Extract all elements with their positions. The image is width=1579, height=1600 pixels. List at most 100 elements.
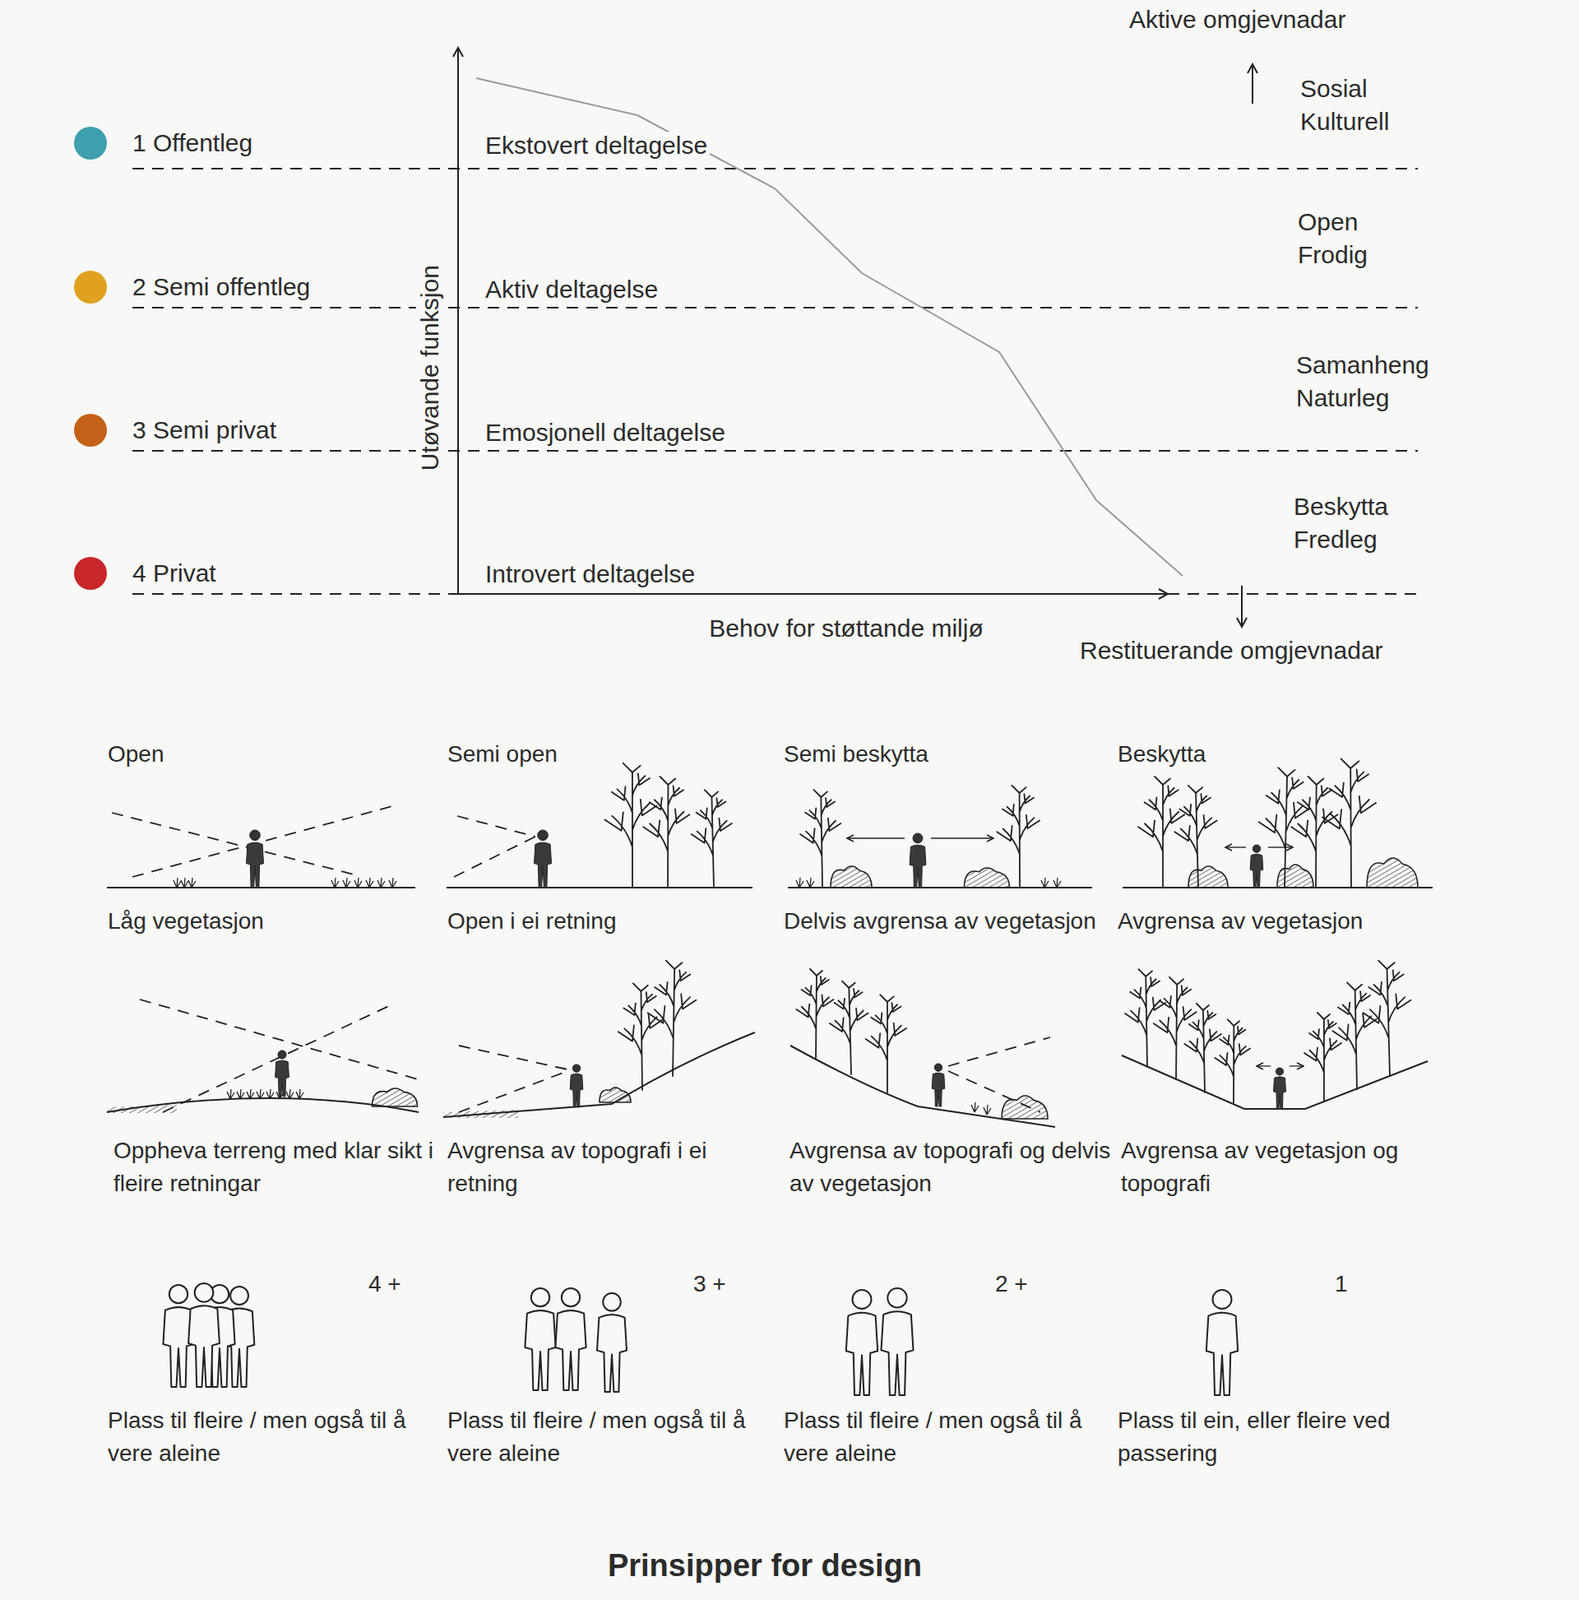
person-figure bbox=[1273, 1076, 1287, 1109]
grass-tuft bbox=[256, 1088, 264, 1099]
person-figure bbox=[1250, 853, 1264, 888]
person-figure bbox=[597, 1314, 627, 1392]
level-line bbox=[132, 592, 459, 595]
bush-sketch bbox=[372, 1088, 418, 1107]
legend-swatch bbox=[74, 126, 107, 160]
tree-sketch bbox=[1125, 968, 1166, 1067]
sketch-caption: Delvis avgrensa av vegetasjon bbox=[781, 904, 1116, 938]
person-figure bbox=[555, 1310, 586, 1390]
column-heading: Beskytta bbox=[1115, 740, 1209, 768]
axis-label: Behov for støttande miljø bbox=[706, 614, 986, 644]
person-figure bbox=[246, 842, 264, 888]
grass-tuft bbox=[377, 877, 385, 888]
person-figure bbox=[524, 1310, 556, 1390]
sight-line bbox=[162, 1004, 393, 1112]
trend-curve bbox=[476, 78, 1183, 576]
bush-sketch bbox=[1277, 864, 1314, 888]
legend-label: 2 Semi offentleg bbox=[129, 273, 313, 302]
x-axis bbox=[458, 592, 1168, 595]
tree-sketch bbox=[1322, 758, 1376, 888]
participation-label: Ekstovert deltagelse bbox=[482, 131, 710, 161]
grass-tuft bbox=[971, 1102, 979, 1112]
terrain-line bbox=[790, 1045, 1056, 1127]
grass-tuft bbox=[296, 1088, 304, 1099]
bush-sketch bbox=[1188, 865, 1228, 888]
range-arrow bbox=[930, 837, 994, 839]
quality-label: Open Frodig bbox=[1295, 205, 1408, 272]
tree-sketch bbox=[996, 785, 1040, 888]
ground-line bbox=[446, 886, 753, 889]
column-heading: Semi open bbox=[444, 740, 561, 768]
bush-sketch bbox=[1001, 1095, 1048, 1119]
sight-line bbox=[948, 1037, 1051, 1066]
tree-sketch bbox=[604, 763, 657, 888]
sketch-caption: Open i ei retning bbox=[444, 904, 779, 938]
person-figure bbox=[1206, 1312, 1238, 1395]
people-caption: Plass til ein, eller fleire ved passerin… bbox=[1115, 1403, 1427, 1470]
terrain-line bbox=[443, 1032, 755, 1117]
range-arrow bbox=[1225, 846, 1246, 848]
range-arrow bbox=[1256, 1065, 1271, 1066]
ground-hatch bbox=[443, 1109, 519, 1118]
level-line bbox=[132, 449, 1418, 452]
sight-line bbox=[111, 812, 357, 876]
person-head bbox=[194, 1282, 214, 1302]
legend-label: 4 Privat bbox=[129, 559, 219, 589]
sketch-caption: Avgrensa av topografi og delvis av veget… bbox=[787, 1134, 1121, 1200]
person-figure bbox=[534, 842, 552, 888]
person-head bbox=[934, 1063, 942, 1071]
grass-tuft bbox=[226, 1088, 235, 1099]
person-head bbox=[1276, 1067, 1284, 1075]
range-arrow bbox=[847, 837, 905, 839]
people-caption: Plass til fleire / men også til å vere a… bbox=[444, 1403, 756, 1470]
legend-swatch bbox=[74, 270, 107, 304]
person-head bbox=[1212, 1289, 1232, 1309]
grass-tuft bbox=[246, 1088, 255, 1099]
grass-tuft bbox=[1041, 877, 1049, 888]
person-head bbox=[230, 1286, 249, 1305]
sight-line bbox=[458, 1045, 568, 1070]
ground-hatch bbox=[106, 1104, 177, 1113]
people-caption: Plass til fleire / men også til å vere a… bbox=[105, 1403, 417, 1470]
grass-tuft bbox=[236, 1088, 245, 1099]
terrain-line bbox=[1121, 1055, 1428, 1109]
quality-label: Samanheng Naturleg bbox=[1293, 348, 1445, 415]
group-size: 4 + bbox=[365, 1270, 404, 1297]
sketch-caption: Avgrensa av topografi i ei retning bbox=[444, 1134, 779, 1200]
people-caption: Plass til fleire / men også til å vere a… bbox=[781, 1403, 1093, 1470]
column-heading: Semi beskytta bbox=[781, 740, 931, 768]
quality-label: Sosial Kulturell bbox=[1297, 72, 1418, 139]
person-head bbox=[852, 1289, 871, 1309]
grass-tuft bbox=[286, 1088, 294, 1099]
legend-label: 3 Semi privat bbox=[129, 416, 279, 445]
down-arrow bbox=[1240, 585, 1243, 627]
tree-sketch bbox=[648, 960, 697, 1076]
person-figure bbox=[569, 1073, 584, 1107]
tree-sketch bbox=[1138, 776, 1185, 888]
legend-swatch bbox=[74, 413, 107, 447]
tree-sketch bbox=[1153, 977, 1197, 1079]
sketch-caption: Låg vegetasjon bbox=[105, 904, 440, 938]
y-axis bbox=[457, 47, 459, 594]
grass-tuft bbox=[1053, 877, 1061, 888]
person-figure bbox=[931, 1072, 945, 1107]
bush-sketch bbox=[964, 867, 1010, 888]
tree-sketch bbox=[796, 968, 834, 1058]
sketch-caption: Oppheva terreng med klar sikt i fleire r… bbox=[111, 1134, 445, 1200]
sketch-caption: Avgrensa av vegetasjon bbox=[1115, 904, 1450, 938]
column-heading: Open bbox=[105, 740, 167, 768]
grass-tuft bbox=[796, 877, 804, 888]
group-size: 3 + bbox=[690, 1270, 729, 1297]
sight-line bbox=[457, 815, 536, 837]
person-head bbox=[531, 1287, 550, 1306]
sight-line bbox=[458, 1070, 568, 1112]
axis-label: Utøvande funksjon bbox=[416, 262, 445, 473]
tree-sketch bbox=[643, 776, 690, 888]
bush-sketch bbox=[1366, 857, 1418, 888]
zone-label: Restituerande omgjevnadar bbox=[1077, 636, 1386, 666]
level-line bbox=[132, 306, 1418, 309]
grass-tuft bbox=[188, 877, 196, 888]
grass-tuft bbox=[266, 1088, 274, 1099]
group-size: 2 + bbox=[992, 1270, 1031, 1297]
grass-tuft bbox=[354, 877, 362, 888]
